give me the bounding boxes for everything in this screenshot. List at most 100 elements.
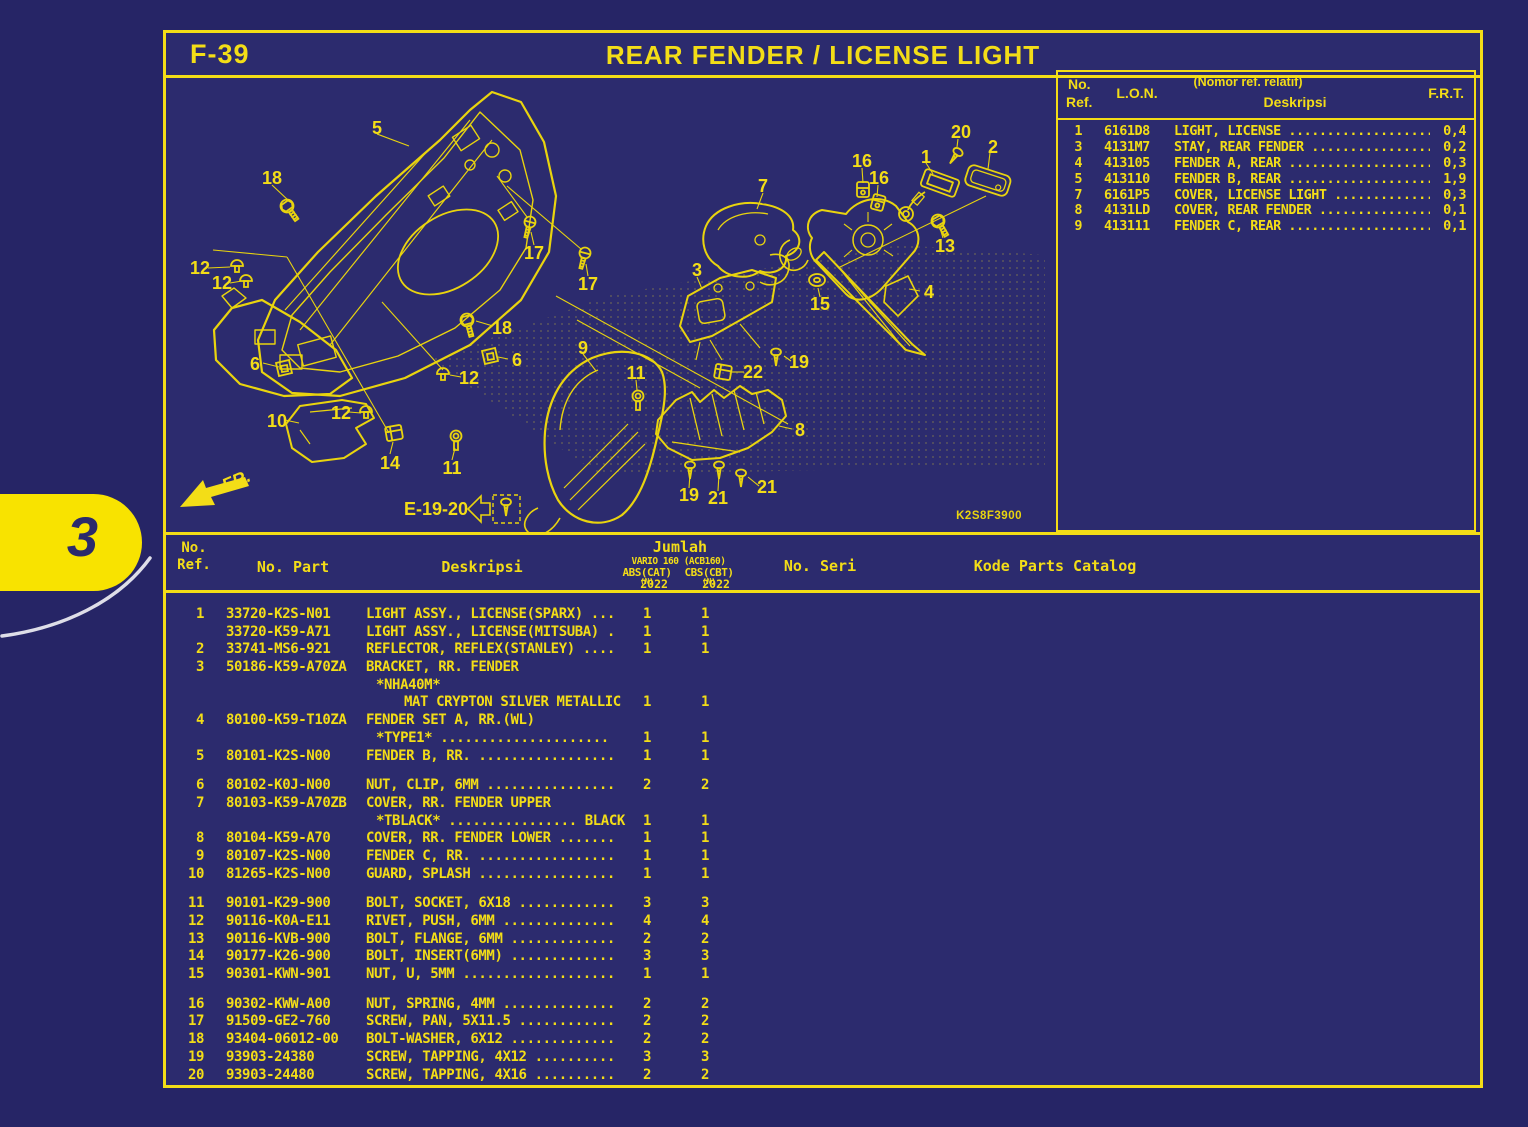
cell-frt: 0,2 [1443,138,1466,155]
cell-ref: 5 [1074,170,1082,187]
leader-line [925,162,934,175]
ref-col-desc: Deskripsi [1263,94,1327,110]
cell-qty: 1 [700,606,710,622]
cell-qty: 1 [700,812,710,829]
leader-line [783,355,792,362]
cell-ref: 3 [1074,138,1082,155]
cell-part: 33741-MS6-921 [226,641,331,658]
cell-dsc: COVER, REAR FENDER ............... [1174,203,1430,219]
decorative-arc [0,556,152,638]
callout-label: 21 [708,488,728,508]
cell-qty: 1 [642,606,652,622]
callout-label: 1 [921,147,931,167]
col-kode: Kode Parts Catalog [973,557,1137,575]
callout-label: 10 [267,411,287,431]
part-splash-guard [285,399,375,463]
cell-qty: 1 [700,865,710,882]
col-part: No. Part [256,558,330,576]
cell-ref: 1 [195,606,204,622]
cell-part: 91509-GE2-760 [226,1013,331,1030]
cell-dsc: BOLT, SOCKET, 6X18 ............ [366,895,615,912]
callout-label: 16 [852,151,872,171]
section-tab[interactable]: 3 [0,494,142,591]
cell-dsc: SCREW, TAPPING, 4X12 .......... [366,1048,615,1065]
callout-label: 2 [988,137,998,157]
callout-label: 13 [935,236,955,256]
leader-line [475,320,494,327]
leader-line [389,441,394,455]
cell-dsc: MAT CRYPTON SILVER METALLIC [404,694,621,711]
leader-line [284,419,300,424]
cell-ref: 18 [187,1031,204,1048]
callout-label: 8 [795,420,805,440]
spring-nut-icon [856,181,870,198]
cell-ref: 9 [1074,218,1082,235]
callout-label: 18 [262,168,282,188]
cell-ref: 7 [195,794,204,811]
cell-qty: 1 [642,694,652,711]
leader-line [987,152,991,170]
callout-label: 12 [459,368,479,388]
cell-qty: 1 [700,623,710,640]
callout-label: 17 [524,243,544,263]
col-seri: No. Seri [783,557,857,575]
leader-line [348,411,362,414]
cell-qty: 1 [642,865,652,882]
callout-label: 3 [692,260,702,280]
callout-label: 12 [331,403,351,423]
leader-line [207,266,231,269]
cell-lon: 413111 [1104,218,1150,235]
fr-label: FR. [219,466,254,496]
cell-dsc: FENDER SET A, RR.(WL) [366,712,535,729]
col-jumlah: Jumlah [652,538,708,556]
leader-line [530,231,535,246]
cell-qty: 1 [642,747,652,764]
cell-ref: 16 [187,995,204,1012]
cell-ref: 20 [187,1066,204,1083]
cell-ref: 9 [195,847,204,864]
cell-part [226,813,366,831]
cell-frt: 0,1 [1443,218,1466,235]
cell-part: 80104-K59-A70 [226,830,331,847]
callout-label: 22 [743,362,763,382]
leader-line [555,295,789,425]
ref-col-ref: Ref. [1066,94,1093,110]
part-fender-set-a [778,198,926,356]
cell-qty: 2 [642,995,652,1012]
parts-diagram: FR. E-19-20 5181212171718612612101411911… [180,90,1045,532]
cell-part: 90116-KVB-900 [226,930,331,947]
cell-qty [676,659,734,677]
leader-line [778,425,793,430]
cell-part: 33720-K2S-N01 [226,606,331,622]
part-license-light [898,168,961,222]
cell-ref: 17 [187,1013,204,1030]
cell-qty: 3 [642,1048,652,1065]
rivet-icon [239,274,253,288]
stipple-shading [430,245,1045,475]
leader-line [585,263,589,277]
cross-reference-marker[interactable]: E-19-20 [404,494,521,524]
cell-part: 90116-K0A-E11 [226,913,331,929]
cell-qty: 2 [642,1031,652,1048]
cell-part [226,677,366,695]
cell-ref: 10 [187,865,204,882]
cell-dsc: NUT, SPRING, 4MM .............. [366,995,615,1012]
cell-lon: 413105 [1104,154,1150,171]
reference-table: No. Ref. L.O.N. (Nomor ref. relatif) Des… [1056,70,1476,532]
col-year-1: 2022(N) [640,577,668,591]
cell-dsc: COVER, RR. FENDER UPPER [366,794,551,811]
col-abs: ABS(CAT) [622,566,672,579]
cross-ref-label: E-19-20 [404,499,468,519]
cell-qty [618,677,676,695]
cell-ref: 1 [1074,123,1082,139]
cell-dsc: NUT, U, 5MM ................... [366,966,615,983]
cell-dsc: *TBLACK* ................ BLACK [376,812,625,829]
